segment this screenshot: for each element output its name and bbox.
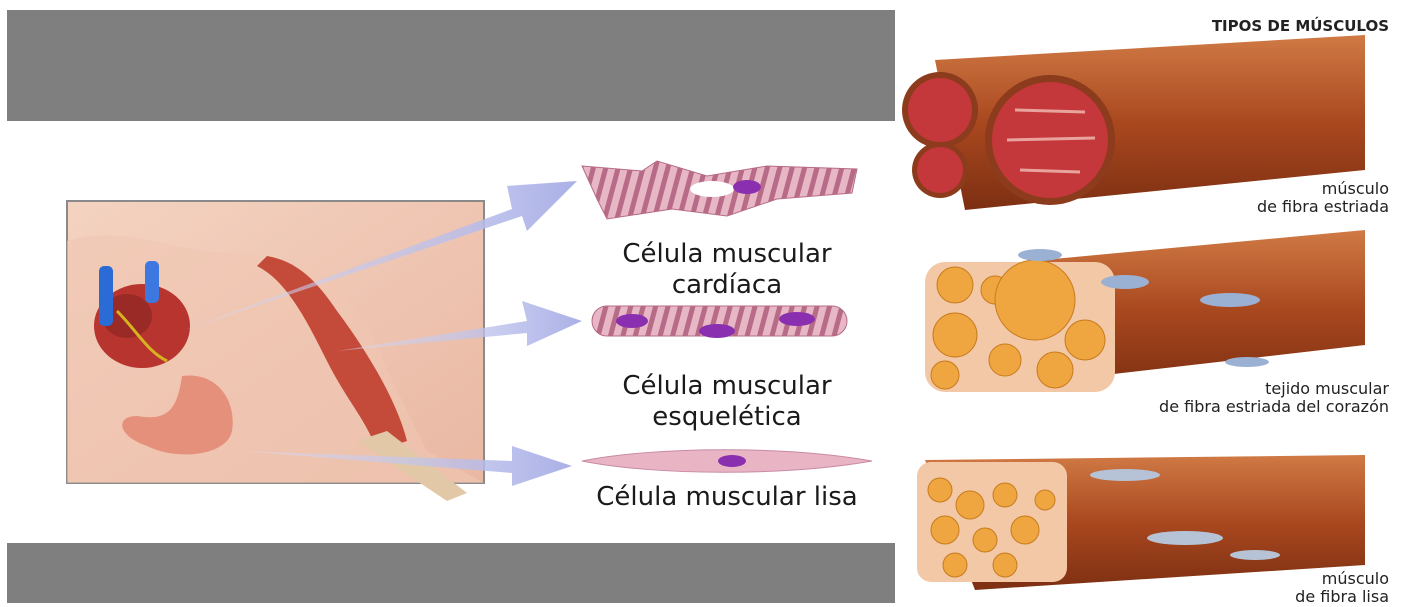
gray-bottom-band bbox=[7, 543, 895, 603]
cardiac-tissue-label-line1: tejido muscular bbox=[1159, 380, 1389, 398]
smooth-cell-illustration bbox=[582, 450, 872, 473]
muscle-types-panel: TIPOS DE MÚSCULOS músculo de fibra estri… bbox=[895, 0, 1407, 607]
smooth-label-line1: músculo bbox=[1295, 570, 1389, 588]
cardiac-tissue-label-line2: de fibra estriada del corazón bbox=[1159, 398, 1389, 416]
cardiac-tissue-label: tejido muscular de fibra estriada del co… bbox=[1159, 380, 1389, 417]
cardiac-cell-illustration bbox=[582, 161, 857, 219]
skeletal-cell-label-line2: esquelética bbox=[567, 402, 887, 433]
tissue-illustrations bbox=[895, 0, 1407, 607]
cardiac-cell-label-line2: cardíaca bbox=[567, 270, 887, 301]
gray-top-band bbox=[7, 10, 895, 121]
skeletal-cell-label: Célula muscular esquelética bbox=[567, 371, 887, 433]
body-illustration bbox=[7, 121, 895, 543]
smooth-cell-label: Célula muscular lisa bbox=[557, 482, 897, 513]
cardiac-cell-label-line1: Célula muscular bbox=[567, 239, 887, 270]
smooth-muscle-label: músculo de fibra lisa bbox=[1295, 570, 1389, 607]
skeletal-cell-illustration bbox=[592, 306, 847, 338]
striated-label-line2: de fibra estriada bbox=[1257, 198, 1389, 216]
cardiac-cell-label: Célula muscular cardíaca bbox=[567, 239, 887, 301]
striated-muscle-label: músculo de fibra estriada bbox=[1257, 180, 1389, 217]
tissue-types-title: TIPOS DE MÚSCULOS bbox=[1212, 18, 1389, 35]
smooth-label-line2: de fibra lisa bbox=[1295, 588, 1389, 606]
muscle-cells-panel: Célula muscular cardíaca Célula muscular… bbox=[7, 121, 895, 543]
striated-label-line1: músculo bbox=[1257, 180, 1389, 198]
cardiac-tissue-illustration bbox=[925, 230, 1365, 392]
smooth-cell-label-line1: Célula muscular lisa bbox=[557, 482, 897, 513]
skeletal-cell-label-line1: Célula muscular bbox=[567, 371, 887, 402]
